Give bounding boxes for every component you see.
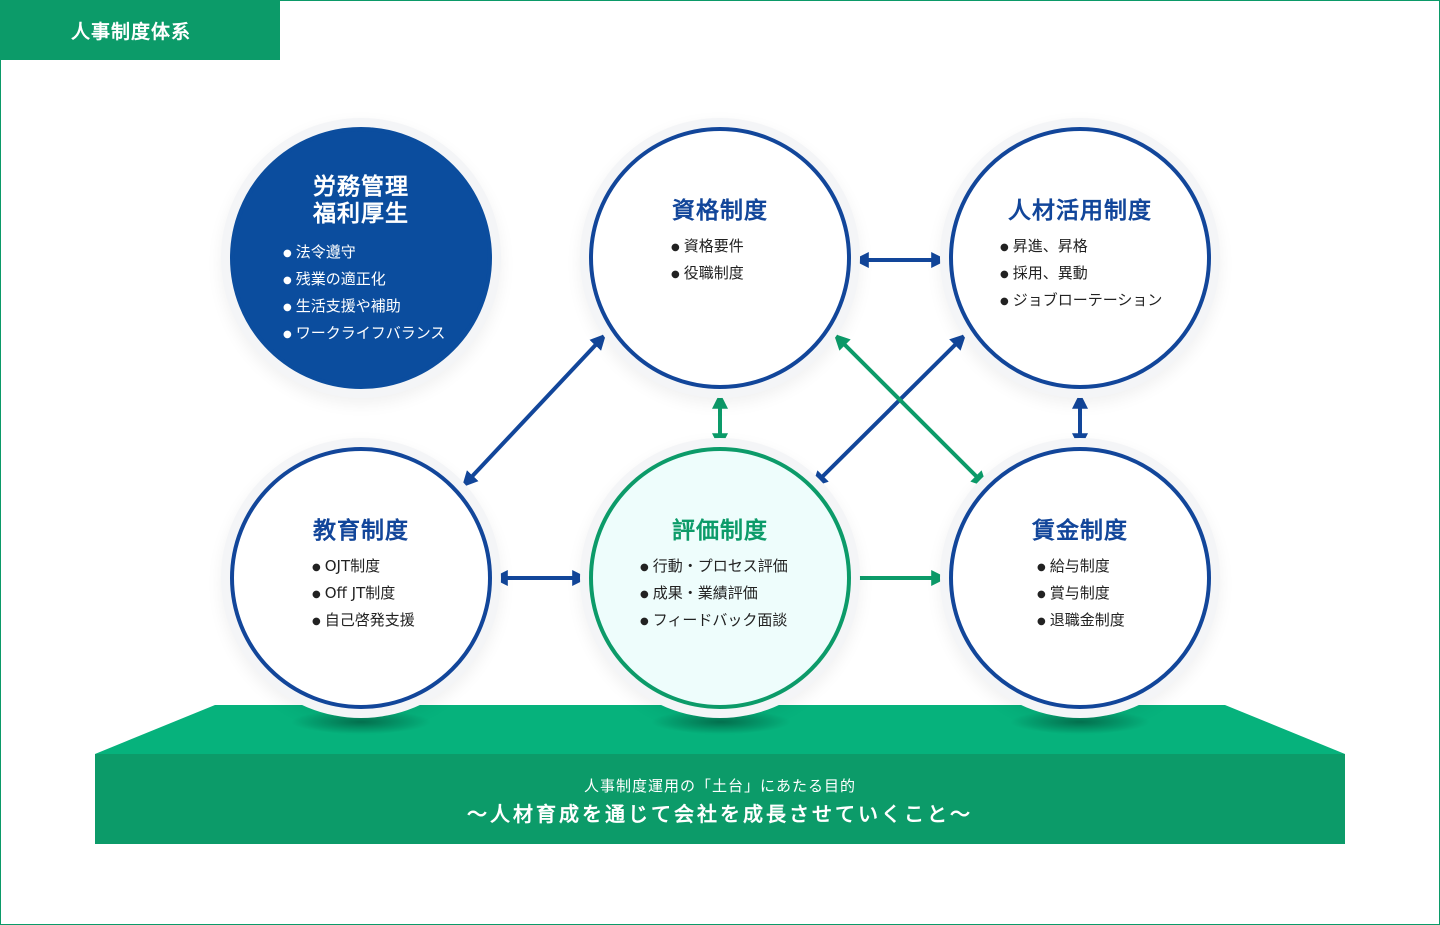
node-evaluation: 評価制度 行動・プロセス評価 成果・業績評価 フィードバック面談 bbox=[589, 447, 851, 709]
arrow-qualification-wage bbox=[833, 333, 988, 488]
list-item: 役職制度 bbox=[671, 261, 744, 288]
list-item: ワークライフバランス bbox=[283, 321, 446, 348]
list-item: フィードバック面談 bbox=[640, 608, 788, 635]
wage-shadow bbox=[1010, 710, 1150, 734]
node-talent-title: 人材活用制度 bbox=[1008, 198, 1152, 224]
list-item: 残業の適正化 bbox=[283, 267, 445, 294]
list-item: 昇進、昇格 bbox=[1000, 234, 1162, 261]
list-item: 採用、異動 bbox=[1000, 261, 1162, 288]
education-shadow bbox=[291, 710, 431, 734]
node-talent-list: 昇進、昇格 採用、異動 ジョブローテーション bbox=[1000, 234, 1163, 315]
list-item: 退職金制度 bbox=[1037, 608, 1125, 635]
node-labor-title-line2: 福利厚生 bbox=[313, 201, 409, 227]
arrow-qualification-education bbox=[461, 333, 607, 488]
node-education-title: 教育制度 bbox=[313, 518, 409, 544]
list-item: 法令遵守 bbox=[283, 240, 445, 267]
node-talent: 人材活用制度 昇進、昇格 採用、異動 ジョブローテーション bbox=[949, 127, 1211, 389]
node-wage-list: 給与制度 賞与制度 退職金制度 bbox=[1037, 554, 1125, 635]
list-item: 自己啓発支援 bbox=[312, 608, 415, 635]
node-labor-welfare: 労務管理 福利厚生 法令遵守 残業の適正化 生活支援や補助 ワークライフバランス bbox=[230, 127, 492, 389]
section-tag-label: 人事制度体系 bbox=[71, 20, 192, 43]
node-qualification-list: 資格要件 役職制度 bbox=[671, 234, 744, 288]
list-item: 成果・業績評価 bbox=[640, 581, 788, 608]
list-item: 生活支援や補助 bbox=[283, 294, 445, 321]
foundation-subtitle: 人事制度運用の「土台」にあたる目的 bbox=[583, 777, 856, 795]
section-tag: 人事制度体系 bbox=[0, 0, 280, 60]
list-item: 給与制度 bbox=[1037, 554, 1125, 581]
node-evaluation-list: 行動・プロセス評価 成果・業績評価 フィードバック面談 bbox=[640, 554, 788, 635]
list-item: Off JT制度 bbox=[312, 581, 415, 608]
node-education: 教育制度 OJT制度 Off JT制度 自己啓発支援 bbox=[230, 447, 492, 709]
foundation-title: ～人材育成を通じて会社を成長させていくこと～ bbox=[467, 802, 973, 826]
list-item: OJT制度 bbox=[312, 554, 415, 581]
node-labor-title-line1: 労務管理 bbox=[313, 174, 409, 200]
list-item: ジョブローテーション bbox=[1000, 288, 1163, 315]
node-labor-list: 法令遵守 残業の適正化 生活支援や補助 ワークライフバランス bbox=[283, 240, 446, 348]
node-education-list: OJT制度 Off JT制度 自己啓発支援 bbox=[312, 554, 415, 635]
list-item: 賞与制度 bbox=[1037, 581, 1125, 608]
node-qualification: 資格制度 資格要件 役職制度 bbox=[589, 127, 851, 389]
arrow-talent-evaluation bbox=[811, 333, 967, 488]
evaluation-shadow bbox=[651, 710, 791, 734]
node-wage: 賃金制度 給与制度 賞与制度 退職金制度 bbox=[949, 447, 1211, 709]
node-wage-title: 賃金制度 bbox=[1032, 518, 1128, 544]
list-item: 行動・プロセス評価 bbox=[640, 554, 788, 581]
list-item: 資格要件 bbox=[671, 234, 744, 261]
node-qualification-title: 資格制度 bbox=[672, 198, 768, 224]
node-labor-title: 労務管理 福利厚生 bbox=[234, 174, 488, 228]
node-evaluation-title: 評価制度 bbox=[672, 518, 768, 544]
foundation-base: 人事制度運用の「土台」にあたる目的 ～人材育成を通じて会社を成長させていくこと～ bbox=[95, 754, 1345, 844]
